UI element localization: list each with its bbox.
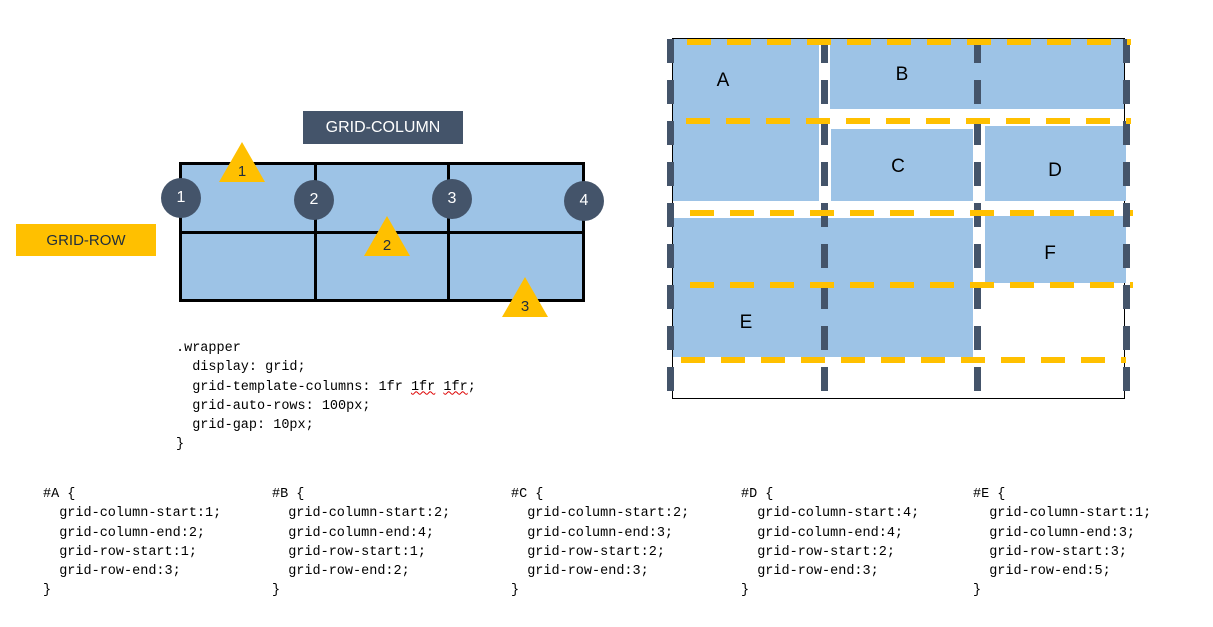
item-d-css-code: #D { grid-column-start:4; grid-column-en… — [741, 487, 920, 599]
code-line: display: grid; — [176, 360, 306, 376]
grid-item-f — [985, 216, 1126, 283]
item-a-css-code: #A { grid-column-start:1; grid-column-en… — [43, 487, 222, 599]
row-grid-line-2 — [686, 118, 1131, 124]
column-grid-line-2 — [821, 39, 828, 399]
grid-item-d — [985, 126, 1126, 201]
grid-item-f-label: F — [1044, 243, 1056, 264]
column-line-marker-2: 2 — [294, 180, 334, 220]
code-line: grid-auto-rows: 100px; — [176, 398, 371, 414]
grid-column-label: GRID-COLUMN — [303, 111, 463, 144]
item-c-css-code: #C { grid-column-start:2; grid-column-en… — [511, 487, 690, 599]
column-line-marker-3: 3 — [432, 179, 472, 219]
row-grid-line-1 — [687, 39, 1131, 45]
code-line: grid-template-columns: 1fr 1fr 1fr; — [176, 379, 476, 395]
grid-item-c — [831, 129, 973, 201]
grid-item-a-label: A — [716, 70, 730, 91]
item-b-css-code: #B { grid-column-start:2; grid-column-en… — [272, 487, 451, 599]
row-grid-line-4 — [690, 282, 1133, 288]
column-grid-line-4 — [1123, 39, 1130, 399]
grid-item-b-label: B — [895, 64, 909, 85]
grid-item-c-label: C — [891, 156, 905, 177]
column-line-marker-1: 1 — [161, 178, 201, 218]
row-grid-line-3 — [690, 210, 1133, 216]
grid-item-e-label: E — [739, 312, 753, 333]
grid-row-label: GRID-ROW — [16, 224, 156, 256]
code-line: .wrapper — [176, 341, 241, 356]
item-e-css-code: #E { grid-column-start:1; grid-column-en… — [973, 487, 1152, 599]
grid-item-d-label: D — [1048, 160, 1062, 181]
code-line: grid-gap: 10px; — [176, 418, 314, 434]
column-grid-line-3 — [974, 39, 981, 399]
row-grid-line-5 — [681, 357, 1126, 363]
column-line-marker-4: 4 — [564, 181, 604, 221]
wrapper-css-code: .wrapper display: grid; grid-template-co… — [176, 339, 476, 455]
code-line: } — [176, 437, 185, 453]
column-grid-line-1 — [667, 39, 674, 399]
big-grid-diagram: A B C D E F — [667, 38, 1133, 399]
